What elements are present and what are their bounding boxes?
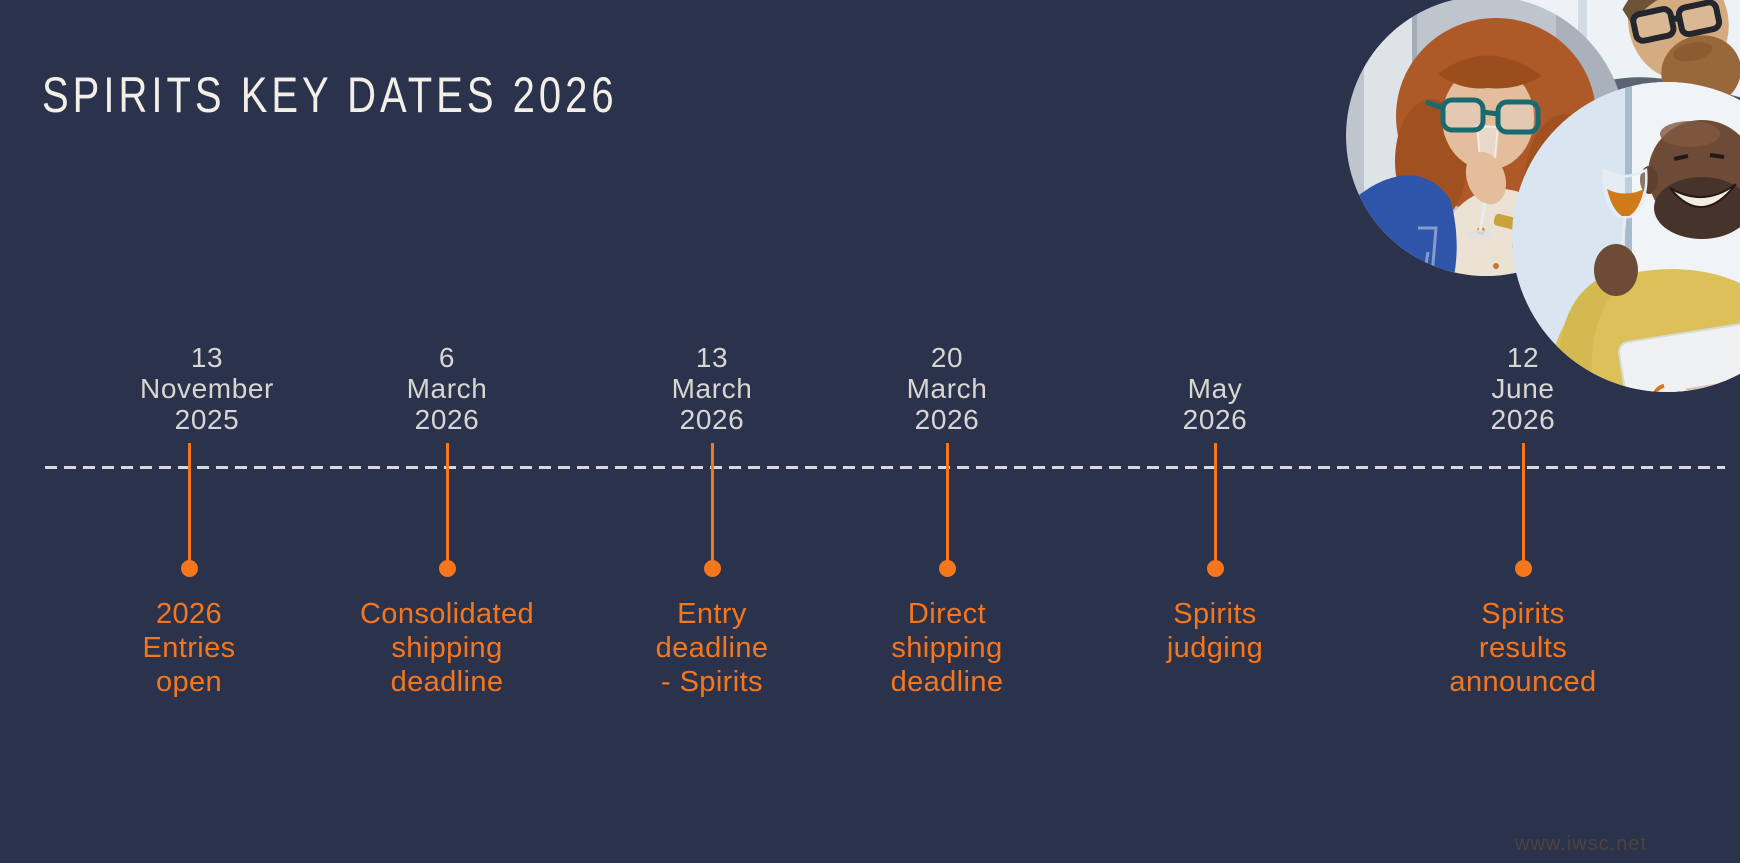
page-title: SPIRITS KEY DATES 2026: [42, 67, 618, 123]
timeline-event-label-line: Spirits: [1173, 598, 1257, 630]
timeline-connector: [445, 443, 449, 561]
timeline-date-line: 13: [190, 342, 224, 373]
timeline-dot: [703, 560, 721, 577]
watermark: www.iwsc.net: [1515, 833, 1648, 855]
timeline-event-label-line: shipping: [891, 632, 1003, 664]
timeline-date-line: 2026: [914, 404, 980, 435]
timeline-connector: [945, 443, 949, 561]
timeline-connector: [710, 443, 714, 561]
timeline-event-label-line: shipping: [391, 632, 503, 664]
timeline-event-label-line: Direct: [907, 598, 987, 630]
timeline-dot: [1514, 560, 1532, 577]
timeline-dot: [938, 560, 956, 577]
timeline-event-label-line: deadline: [390, 666, 504, 698]
timeline-date-line: 6: [438, 342, 456, 373]
timeline-event-label-line: deadline: [655, 632, 769, 664]
timeline-date-line: 13: [695, 342, 729, 373]
timeline-date-line: 12: [1506, 342, 1540, 373]
timeline-date-line: 2026: [414, 404, 480, 435]
timeline-date-line: 20: [930, 342, 964, 373]
timeline-date-line: March: [406, 373, 488, 404]
timeline-date-line: 2026: [1182, 404, 1248, 435]
timeline-event-label-line: Entries: [142, 632, 236, 664]
timeline-dot: [180, 560, 198, 577]
timeline-event-label-line: - Spirits: [661, 666, 763, 698]
smiling-judge-illustration: [1512, 82, 1740, 392]
timeline-date-line: March: [906, 373, 988, 404]
timeline-date-line: 2026: [679, 404, 745, 435]
timeline-event-label-line: Consolidated: [359, 598, 535, 630]
timeline-event-label-line: open: [155, 666, 223, 698]
timeline-event-label-line: judging: [1166, 632, 1264, 664]
timeline-event-label-line: Entry: [677, 598, 747, 630]
timeline-date-line: March: [671, 373, 753, 404]
timeline-date-line: June: [1491, 373, 1555, 404]
timeline-dot: [1206, 560, 1224, 577]
photo-smiling-judge: [1512, 82, 1740, 392]
timeline-event-label-line: deadline: [890, 666, 1004, 698]
timeline-date-line: 2026: [1490, 404, 1556, 435]
timeline-event-label-line: Spirits: [1481, 598, 1565, 630]
timeline-dot: [438, 560, 456, 577]
timeline-date-line: May: [1187, 373, 1243, 404]
timeline-event-label-line: 2026: [155, 598, 223, 630]
timeline-date-line: 2025: [174, 404, 240, 435]
timeline-event-label-line: announced: [1449, 666, 1597, 698]
timeline-date-line: November: [140, 373, 274, 404]
timeline-connector: [187, 443, 191, 561]
timeline-connector: [1213, 443, 1217, 561]
timeline-axis: [45, 466, 1725, 469]
timeline-event-label-line: results: [1478, 632, 1568, 664]
timeline-connector: [1521, 443, 1525, 561]
